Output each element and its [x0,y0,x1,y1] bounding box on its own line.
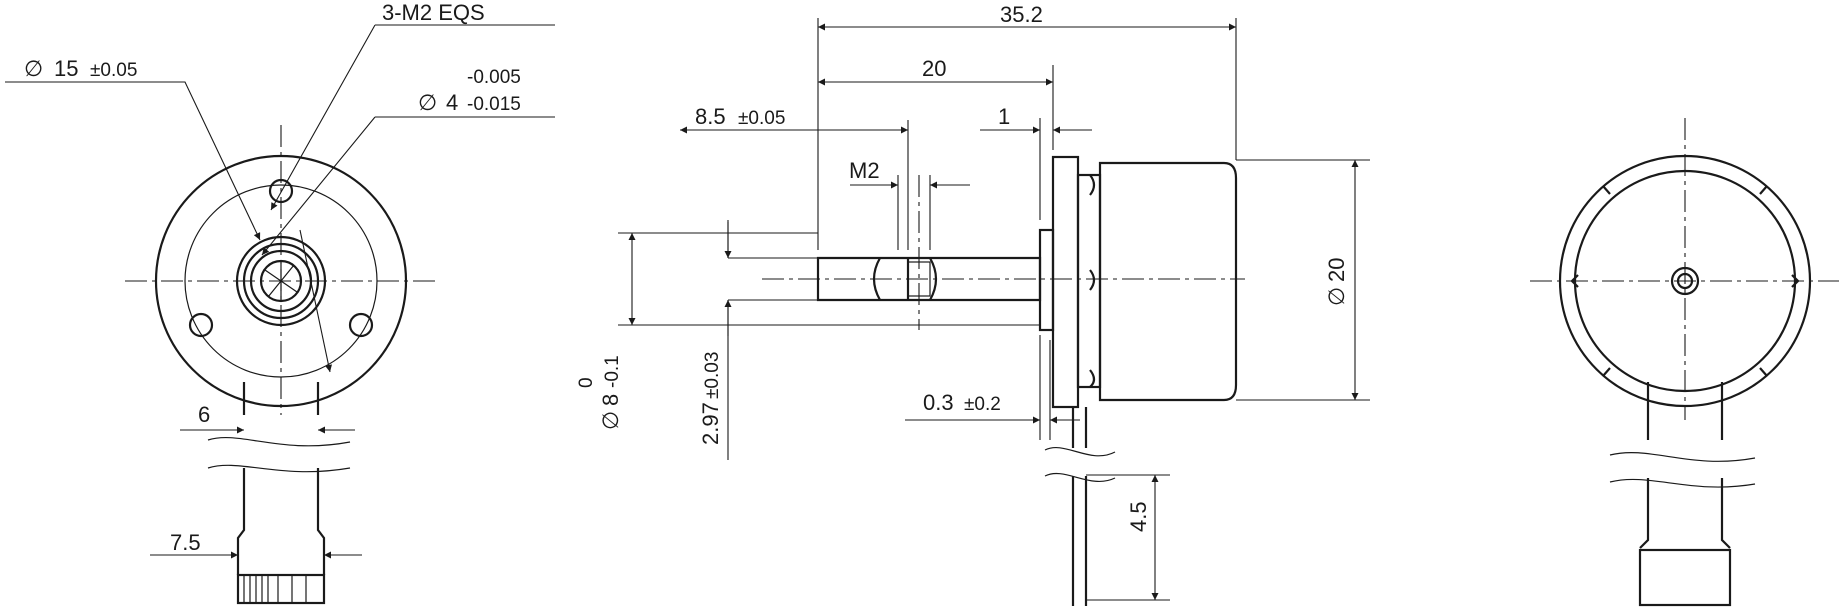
body-diameter-group: ∅ 20 [1324,258,1349,306]
leader-outer-diameter [5,81,261,241]
thread-position-tol: ±0.05 [738,108,785,129]
body-diameter-symbol: ∅ [1324,287,1349,306]
side-pin [1071,407,1088,606]
pin-length-group: 4.5 [1126,501,1151,532]
shaft-diameter-group: ∅ 8 0 -0.1 [576,355,623,430]
side-flange-bumps [1089,174,1096,388]
shaft-tol-lower: -0.015 [467,94,521,115]
body-diameter-value: 20 [1324,258,1349,282]
shaft-diameter-tol-upper: 0 [576,377,597,388]
shaft-diameter-tol-lower: -0.1 [602,355,623,388]
outer-diameter-tol: ±0.05 [90,60,137,81]
front-connector [236,573,326,605]
shaft-diameter-symbol: ∅ [418,90,437,115]
shaft-diameter-value: 4 [446,90,458,115]
side-pin-break [1044,447,1116,483]
mount-hole-left [188,312,214,338]
shaft-diameter-symbol-side: ∅ [598,411,623,430]
side-ext-lines [618,18,1370,601]
flat-height-group: 2.97 ±0.03 [698,352,723,445]
flat-height-tol: ±0.03 [702,352,723,399]
leader-shaft-diameter [262,116,555,255]
rear-connector [1638,548,1732,607]
outer-diameter-value: 15 [54,56,78,81]
mount-hole-right [348,312,374,338]
shaft-length-label: 20 [922,56,946,81]
gap-tol: ±0.2 [964,394,1001,415]
dim-pcd-arrow [299,229,332,373]
thread-position-value: 8.5 [695,104,726,129]
shaft-tol-upper: -0.005 [467,67,521,88]
side-shaft [816,256,1042,302]
cable-width-label: 6 [198,402,210,427]
side-hub [1038,228,1055,332]
total-length-label: 35.2 [1000,2,1043,27]
rear-cable [1639,382,1731,549]
flat-height-value: 2.97 [698,402,723,445]
rear-view [1530,118,1839,607]
outer-diameter-symbol: ∅ [24,56,43,81]
thread-label: M2 [849,158,880,183]
shaft-diameter-value-side: 8 [598,394,623,406]
side-flange [1051,155,1080,409]
rear-cable-break [1609,452,1756,488]
side-flange-step [1076,173,1102,389]
connector-width-label: 7.5 [170,530,201,555]
gap-value: 0.3 [923,390,954,415]
side-body [1098,161,1238,402]
side-view: 35.2 20 8.5 ±0.05 1 M2 0.3 ±0.2 ∅ 20 ∅ 8… [576,2,1370,606]
front-cable [236,382,326,575]
hole-callout-label: 3-M2 EQS [382,0,485,25]
connector-pins [243,575,307,603]
front-cable-break [207,437,351,473]
leader-hole-callout [271,24,555,210]
front-view: 3-M2 EQS ∅ 15 ±0.05 -0.005 ∅ 4 -0.015 6 … [5,0,555,605]
pin-length-label: 4.5 [1126,501,1151,532]
flange-thickness-label: 1 [998,104,1010,129]
